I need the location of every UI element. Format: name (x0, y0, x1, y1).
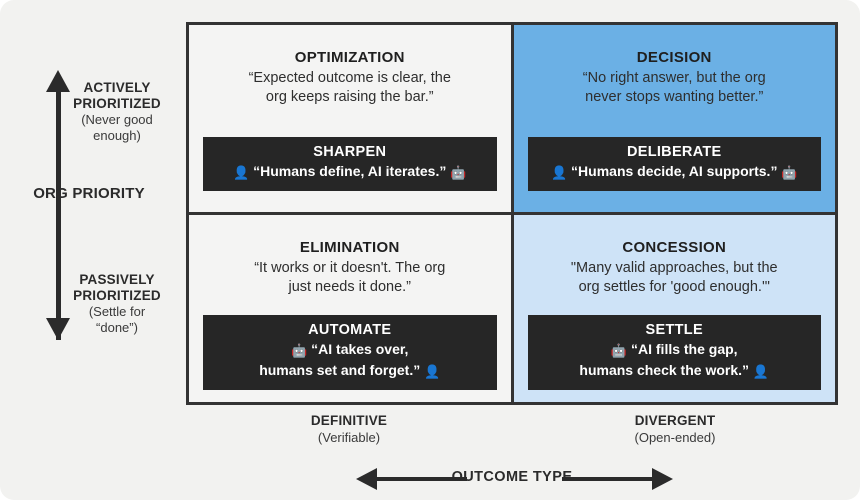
quadrant-elimination: ELIMINATION “It works or it doesn't. The… (189, 215, 511, 402)
action-bar-title: SHARPEN (313, 144, 387, 160)
y-axis-label-bottom-sub1: (Settle for (88, 304, 146, 319)
quadrant-description-line2: org settles for 'good enough.'" (578, 279, 770, 295)
outcome-type-axis: DEFINITIVE (Verifiable) DIVERGENT (Open-… (186, 405, 838, 500)
quadrant-description-line2: just needs it done.” (288, 279, 411, 295)
y-axis-title-line1: ORG (33, 185, 68, 202)
quadrant-description: "Many valid approaches, but the org sett… (571, 259, 778, 297)
action-bar-quote-line2-row: humans check the work.” 👤 (534, 361, 816, 382)
action-bar-quote: 👤 “Humans decide, AI supports.” 🤖 (534, 162, 816, 183)
action-bar-quote-line1: “AI takes over, (311, 341, 409, 357)
y-axis-label-bottom-line2: PRIORITIZED (73, 288, 161, 303)
action-bar-title: AUTOMATE (308, 322, 392, 338)
quadrant-action-bar: DELIBERATE 👤 “Humans decide, AI supports… (527, 137, 821, 191)
y-axis-label-bottom-sub2: “done”) (96, 320, 138, 335)
action-bar-title: DELIBERATE (626, 144, 722, 160)
person-icon: 👤 (550, 166, 568, 181)
quadrant-description: “It works or it doesn't. The org just ne… (254, 259, 445, 297)
arrow-up-icon (46, 70, 70, 92)
action-bar-quote-line1-row: 🤖 “AI fills the gap, (534, 340, 816, 361)
x-axis-label-right-title: DIVERGENT (634, 413, 716, 428)
x-axis-line-right (562, 477, 654, 481)
arrow-right-icon (652, 468, 673, 490)
x-axis-label-left: DEFINITIVE (Verifiable) (249, 412, 449, 446)
x-axis-title: OUTCOME TYPE (451, 469, 573, 485)
quadrant-title: CONCESSION (622, 239, 727, 256)
quadrant-action-bar: SETTLE 🤖 “AI fills the gap, humans check… (527, 315, 821, 390)
quadrant-decision: DECISION “No right answer, but the org n… (513, 25, 835, 212)
quadrant-title: DECISION (636, 49, 712, 66)
quadrant-title: ELIMINATION (299, 239, 400, 256)
action-bar-quote-line1: “AI fills the gap, (631, 341, 738, 357)
person-icon: 👤 (424, 365, 441, 380)
y-axis-title-line2: PRIORITY (72, 185, 145, 202)
robot-icon: 🤖 (450, 166, 467, 181)
person-icon: 👤 (752, 365, 770, 380)
y-axis-label-bottom: PASSIVELY PRIORITIZED (Settle for “done”… (56, 272, 178, 336)
x-axis-label-left-title: DEFINITIVE (310, 413, 388, 428)
y-axis-title: ORG PRIORITY (0, 185, 178, 202)
quadrant-description: “Expected outcome is clear, the org keep… (249, 69, 451, 107)
quadrant-description-line1: “It works or it doesn't. The org (254, 260, 446, 276)
y-axis-label-top: ACTIVELY PRIORITIZED (Never good enough) (56, 80, 178, 144)
y-axis-label-top-line1: ACTIVELY (83, 80, 151, 95)
quadrant-description-line2: org keeps raising the bar.” (265, 89, 434, 105)
y-axis-label-top-sub2: enough) (93, 128, 141, 143)
x-axis-label-right: DIVERGENT (Open-ended) (575, 412, 775, 446)
quadrant-description-line2: never stops wanting better.” (585, 89, 764, 105)
arrow-down-icon (46, 318, 70, 340)
quadrant-description-line1: "Many valid approaches, but the (570, 260, 778, 276)
x-axis-line-left (375, 477, 467, 481)
x-axis-label-left-sub: (Verifiable) (317, 430, 381, 445)
robot-icon: 🤖 (291, 344, 308, 359)
y-axis-line (56, 88, 61, 340)
robot-icon: 🤖 (781, 166, 798, 181)
arrow-left-icon (356, 468, 377, 490)
action-bar-quote-line1-row: 🤖 “AI takes over, (209, 340, 491, 361)
two-by-two-matrix: OPTIMIZATION “Expected outcome is clear,… (186, 22, 838, 405)
quadrant-description-line1: “No right answer, but the org (582, 70, 766, 86)
quadrant-description: “No right answer, but the org never stop… (583, 69, 766, 107)
quadrant-concession: CONCESSION "Many valid approaches, but t… (513, 215, 835, 402)
org-priority-axis: ORG PRIORITY ACTIVELY PRIORITIZED (Never… (0, 0, 186, 500)
action-bar-title: SETTLE (645, 322, 703, 338)
action-bar-quote-line1: “Humans decide, AI supports.” (571, 163, 778, 179)
quadrant-description-line1: “Expected outcome is clear, the (248, 70, 451, 86)
quadrant-action-bar: SHARPEN 👤 “Humans define, AI iterates.” … (203, 137, 497, 191)
action-bar-quote: 👤 “Humans define, AI iterates.” 🤖 (209, 162, 491, 183)
quadrant-title: OPTIMIZATION (294, 49, 405, 66)
x-axis-label-right-sub: (Open-ended) (634, 430, 716, 445)
y-axis-label-bottom-line1: PASSIVELY (79, 272, 155, 287)
action-bar-quote-line2: humans set and forget.” (259, 362, 421, 378)
action-bar-quote-line2-row: humans set and forget.” 👤 (209, 361, 491, 382)
quadrant-optimization: OPTIMIZATION “Expected outcome is clear,… (189, 25, 511, 212)
robot-icon: 🤖 (610, 344, 628, 359)
y-axis-label-top-sub1: (Never good (81, 112, 153, 127)
quadrant-action-bar: AUTOMATE 🤖 “AI takes over, humans set an… (203, 315, 497, 390)
action-bar-quote-line2: humans check the work.” (579, 362, 750, 378)
person-icon: 👤 (233, 166, 250, 181)
y-axis-label-top-line2: PRIORITIZED (73, 96, 161, 111)
action-bar-quote-line1: “Humans define, AI iterates.” (253, 163, 447, 179)
